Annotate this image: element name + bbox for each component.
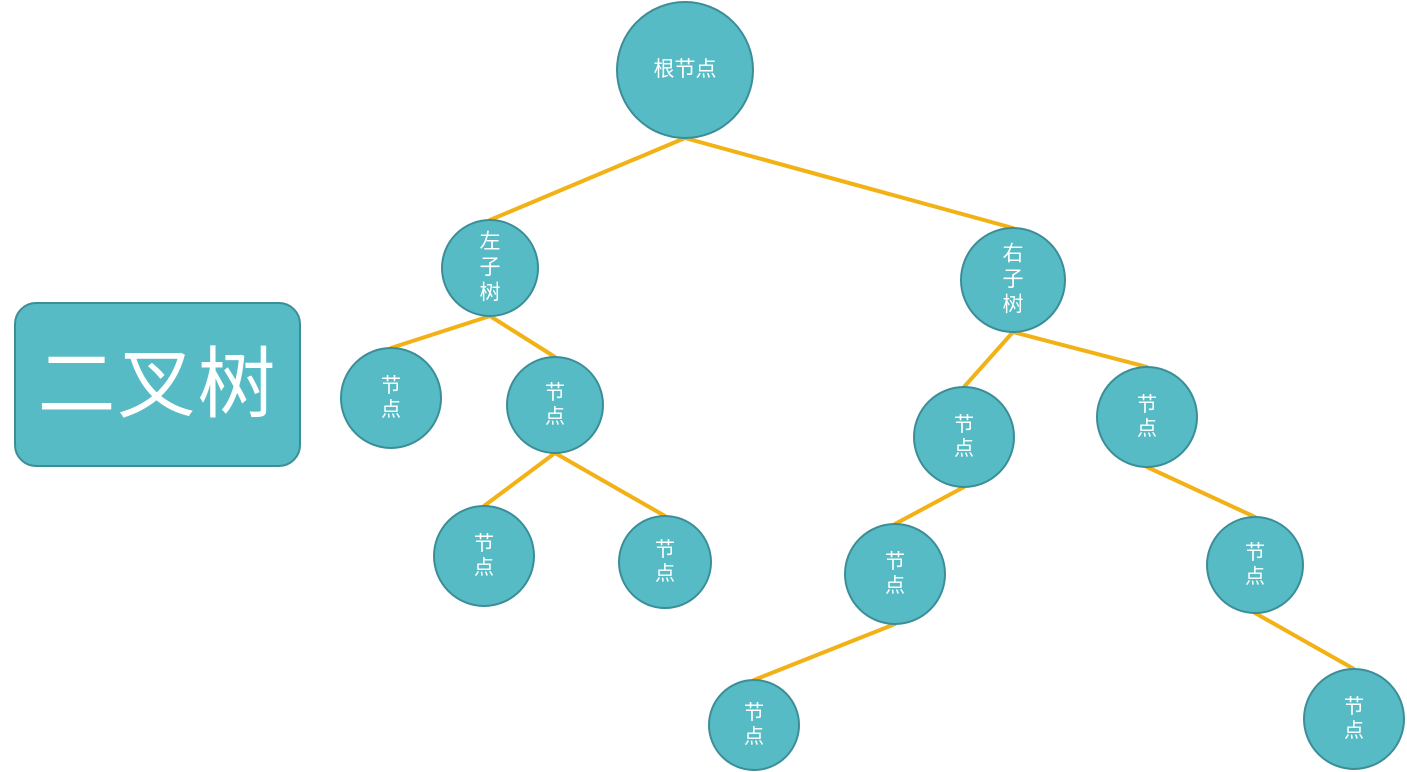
edge-left_subtree-n1 [389,314,492,350]
tree-node-n2: 节点 [506,356,604,454]
tree-node-n8: 节点 [708,679,800,771]
node-label: 左子树 [480,229,501,304]
edge-root-left_subtree [488,136,687,222]
node-circle [708,679,800,771]
tree-node-n3: 节点 [433,505,535,607]
node-circle [441,219,539,317]
node-circle [1206,516,1304,614]
edge-n7-n8 [752,622,897,682]
node-circle [618,515,712,609]
node-label: 节点 [545,379,565,427]
tree-node-left_subtree: 左子树 [441,219,539,317]
edge-right_subtree-n6 [1011,330,1149,369]
title-box: 二叉树 [14,302,301,467]
tree-node-n1: 节点 [340,347,442,449]
node-label: 节点 [744,699,764,747]
node-label: 节点 [1344,693,1364,741]
node-circle [960,227,1066,333]
node-circle [913,386,1015,488]
node-label: 节点 [954,411,974,459]
edges-layer [389,136,1356,682]
edge-root-right_subtree [683,136,1015,230]
node-label: 节点 [885,548,905,596]
tree-node-right_subtree: 右子树 [960,227,1066,333]
node-circle [506,356,604,454]
edge-n5-n7 [893,485,966,526]
node-circle [1096,366,1198,468]
node-label: 节点 [1245,539,1265,587]
tree-node-n9: 节点 [1206,516,1304,614]
node-circle [433,505,535,607]
diagram-title: 二叉树 [37,339,278,430]
edge-n9-n10 [1253,611,1356,671]
tree-node-n6: 节点 [1096,366,1198,468]
tree-node-root: 根节点 [616,1,754,139]
node-label: 节点 [655,536,675,584]
node-label: 节点 [474,530,494,578]
edge-n2-n4 [553,451,667,518]
tree-node-n5: 节点 [913,386,1015,488]
node-circle [1303,668,1405,770]
node-label: 节点 [1137,391,1157,439]
edge-n6-n9 [1145,465,1257,519]
node-label: 根节点 [654,57,717,81]
edge-n2-n3 [482,451,557,508]
tree-node-n10: 节点 [1303,668,1405,770]
node-circle [616,1,754,139]
node-circle [844,523,946,625]
edge-left_subtree-n2 [488,314,557,359]
node-label: 右子树 [1003,241,1024,316]
tree-node-n7: 节点 [844,523,946,625]
tree-node-n4: 节点 [618,515,712,609]
node-circle [340,347,442,449]
node-label: 节点 [381,372,401,420]
edge-right_subtree-n5 [962,330,1015,389]
